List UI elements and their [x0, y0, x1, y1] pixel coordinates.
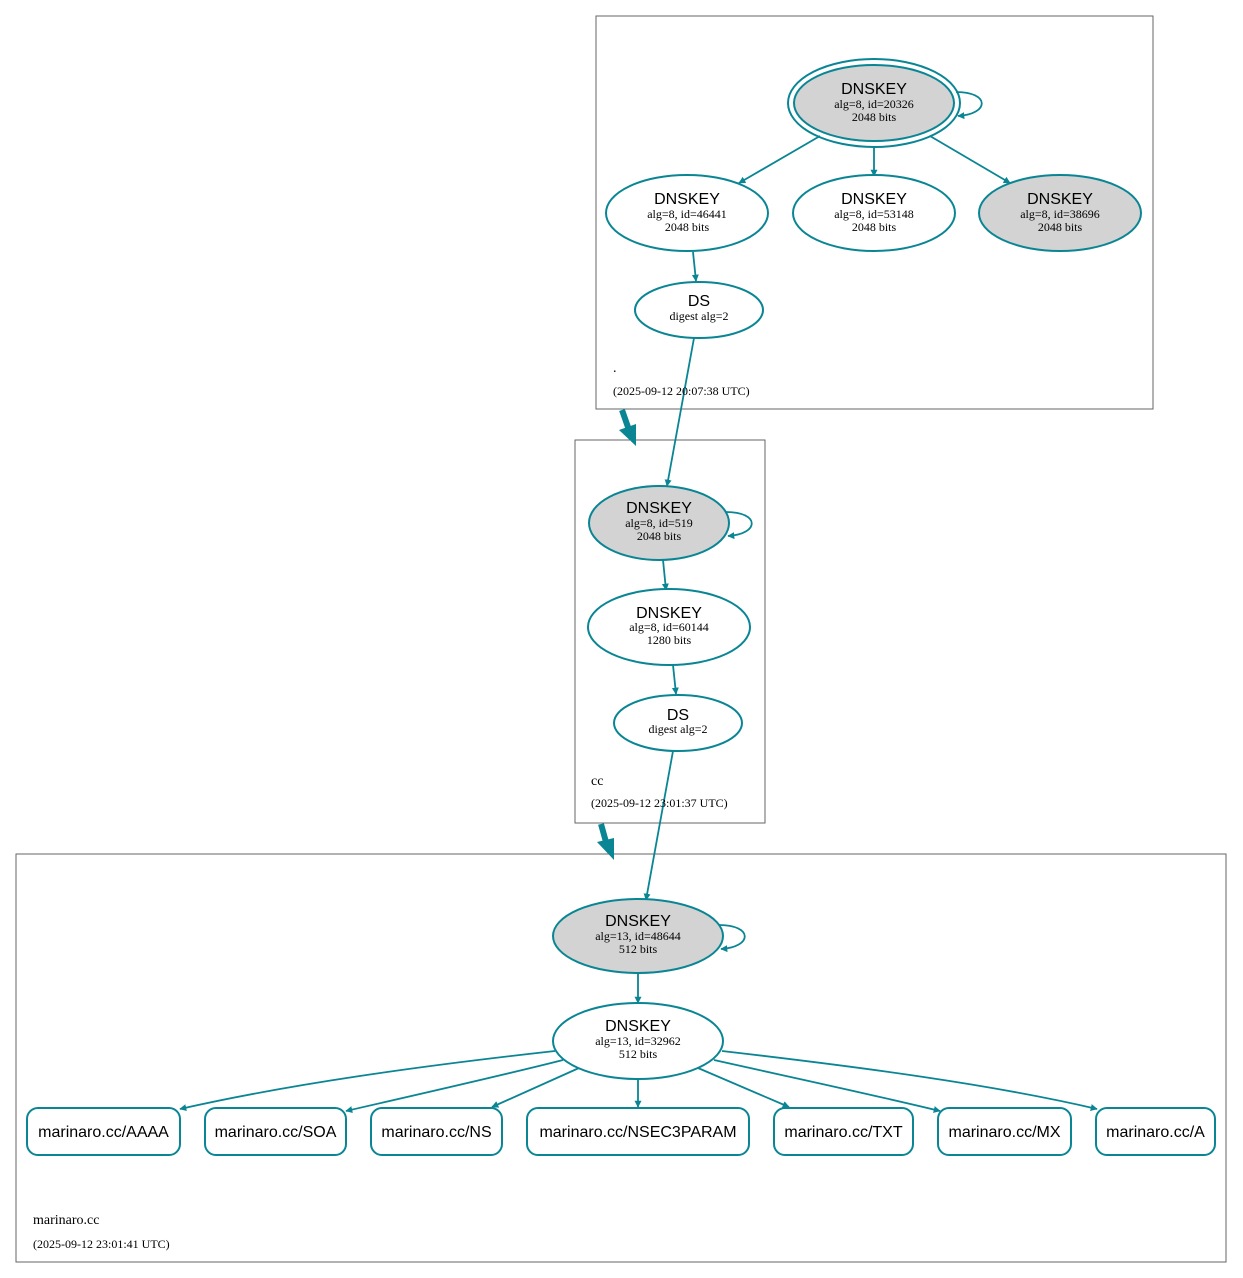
zone-cc-box: [574, 439, 766, 824]
rrset-txt-label: marinaro.cc/TXT: [784, 1124, 902, 1141]
edge-zsk-soa: [345, 1059, 564, 1114]
edge-cc-ds-marinaro-ksk: [643, 750, 674, 901]
edge-root-ksk-zsk1: [738, 135, 821, 184]
edge-cc-ksk-zsk: [661, 559, 669, 591]
root-zsk3-title: DNSKEY: [1027, 191, 1093, 208]
root-zsk2-title: DNSKEY: [841, 191, 907, 208]
cc-ksk-line1: alg=8, id=519: [625, 516, 693, 530]
cc-zsk-title: DNSKEY: [636, 605, 702, 622]
delegation-arrow-root-cc: [619, 409, 636, 446]
rrset-soa[interactable]: marinaro.cc/SOA: [204, 1107, 347, 1156]
rrset-nsec3param[interactable]: marinaro.cc/NSEC3PARAM: [526, 1107, 750, 1156]
rrset-ns-label: marinaro.cc/NS: [381, 1124, 491, 1141]
marinaro-zsk-line1: alg=13, id=32962: [595, 1034, 681, 1048]
marinaro-zsk-title: DNSKEY: [605, 1018, 671, 1035]
root-zsk1-title: DNSKEY: [654, 191, 720, 208]
root-ksk-node[interactable]: DNSKEY alg=8, id=20326 2048 bits: [787, 58, 961, 148]
zone-root-time: (2025-09-12 20:07:38 UTC): [613, 384, 750, 398]
edge-root-ksk-self: [955, 91, 983, 120]
cc-zsk-line1: alg=8, id=60144: [629, 620, 709, 634]
zone-marinaro-time: (2025-09-12 23:01:41 UTC): [33, 1237, 170, 1251]
edge-root-zsk1-ds: [691, 251, 699, 282]
edge-zsk-mx: [713, 1059, 941, 1113]
cc-ksk-title: DNSKEY: [626, 500, 692, 517]
marinaro-ksk-line2: 512 bits: [619, 942, 658, 956]
rrset-soa-label: marinaro.cc/SOA: [215, 1124, 337, 1141]
edge-cc-zsk-ds: [671, 664, 679, 695]
rrset-aaaa-label: marinaro.cc/AAAA: [38, 1124, 169, 1141]
root-zsk3-line1: alg=8, id=38696: [1020, 207, 1100, 221]
zone-marinaro-box: [15, 853, 1227, 1263]
cc-zsk-node[interactable]: DNSKEY alg=8, id=60144 1280 bits: [587, 588, 751, 666]
root-zsk2-line1: alg=8, id=53148: [834, 207, 914, 221]
cc-ksk-node[interactable]: DNSKEY alg=8, id=519 2048 bits: [588, 485, 730, 561]
cc-ksk-line2: 2048 bits: [637, 529, 682, 543]
rrset-mx-label: marinaro.cc/MX: [948, 1124, 1060, 1141]
edge-cc-ksk-self: [725, 511, 753, 540]
rrset-mx[interactable]: marinaro.cc/MX: [937, 1107, 1072, 1156]
root-zsk3-line2: 2048 bits: [1038, 220, 1083, 234]
marinaro-ksk-title: DNSKEY: [605, 913, 671, 930]
root-zsk1-line2: 2048 bits: [665, 220, 710, 234]
cc-zsk-line2: 1280 bits: [647, 633, 692, 647]
edge-marinaro-ksk-self: [718, 924, 746, 953]
root-ds-node[interactable]: DS digest alg=2: [634, 281, 764, 339]
root-ksk-line2: 2048 bits: [852, 110, 897, 124]
delegation-arrow-cc-marinaro: [597, 823, 614, 860]
marinaro-zsk-line2: 512 bits: [619, 1047, 658, 1061]
root-zsk3-node[interactable]: DNSKEY alg=8, id=38696 2048 bits: [978, 174, 1142, 252]
edge-zsk-ns: [491, 1067, 580, 1108]
marinaro-zsk-node[interactable]: DNSKEY alg=13, id=32962 512 bits: [552, 1002, 724, 1080]
rrset-ns[interactable]: marinaro.cc/NS: [370, 1107, 503, 1156]
edge-zsk-txt: [697, 1067, 790, 1108]
root-zsk2-line2: 2048 bits: [852, 220, 897, 234]
root-ds-line1: digest alg=2: [669, 309, 728, 323]
zone-marinaro-name: marinaro.cc: [33, 1213, 99, 1228]
zone-root-name: .: [613, 361, 617, 376]
rrset-nsec3param-label: marinaro.cc/NSEC3PARAM: [539, 1124, 736, 1141]
cc-ds-line1: digest alg=2: [648, 722, 707, 736]
zone-cc-name: cc: [591, 774, 603, 789]
rrset-a[interactable]: marinaro.cc/A: [1095, 1107, 1216, 1156]
root-zsk1-line1: alg=8, id=46441: [647, 207, 727, 221]
edge-root-ksk-zsk3: [929, 135, 1011, 184]
rrset-txt[interactable]: marinaro.cc/TXT: [773, 1107, 914, 1156]
zone-root-box: [595, 15, 1154, 410]
rrset-aaaa[interactable]: marinaro.cc/AAAA: [26, 1107, 181, 1156]
root-ksk-line1: alg=8, id=20326: [834, 97, 914, 111]
edge-root-ds-cc-ksk: [664, 337, 695, 487]
marinaro-ksk-line1: alg=13, id=48644: [595, 929, 681, 943]
cc-ds-title: DS: [667, 707, 689, 724]
edge-zsk-aaaa: [179, 1050, 556, 1112]
root-zsk2-node[interactable]: DNSKEY alg=8, id=53148 2048 bits: [792, 174, 956, 252]
zone-cc-time: (2025-09-12 23:01:37 UTC): [591, 796, 728, 810]
root-ds-title: DS: [688, 293, 710, 310]
root-ksk-title: DNSKEY: [841, 81, 907, 98]
edge-zsk-a: [721, 1050, 1098, 1111]
rrset-a-label: marinaro.cc/A: [1106, 1124, 1205, 1141]
marinaro-ksk-node[interactable]: DNSKEY alg=13, id=48644 512 bits: [552, 898, 724, 974]
cc-ds-node[interactable]: DS digest alg=2: [613, 694, 743, 752]
root-zsk1-node[interactable]: DNSKEY alg=8, id=46441 2048 bits: [605, 174, 769, 252]
